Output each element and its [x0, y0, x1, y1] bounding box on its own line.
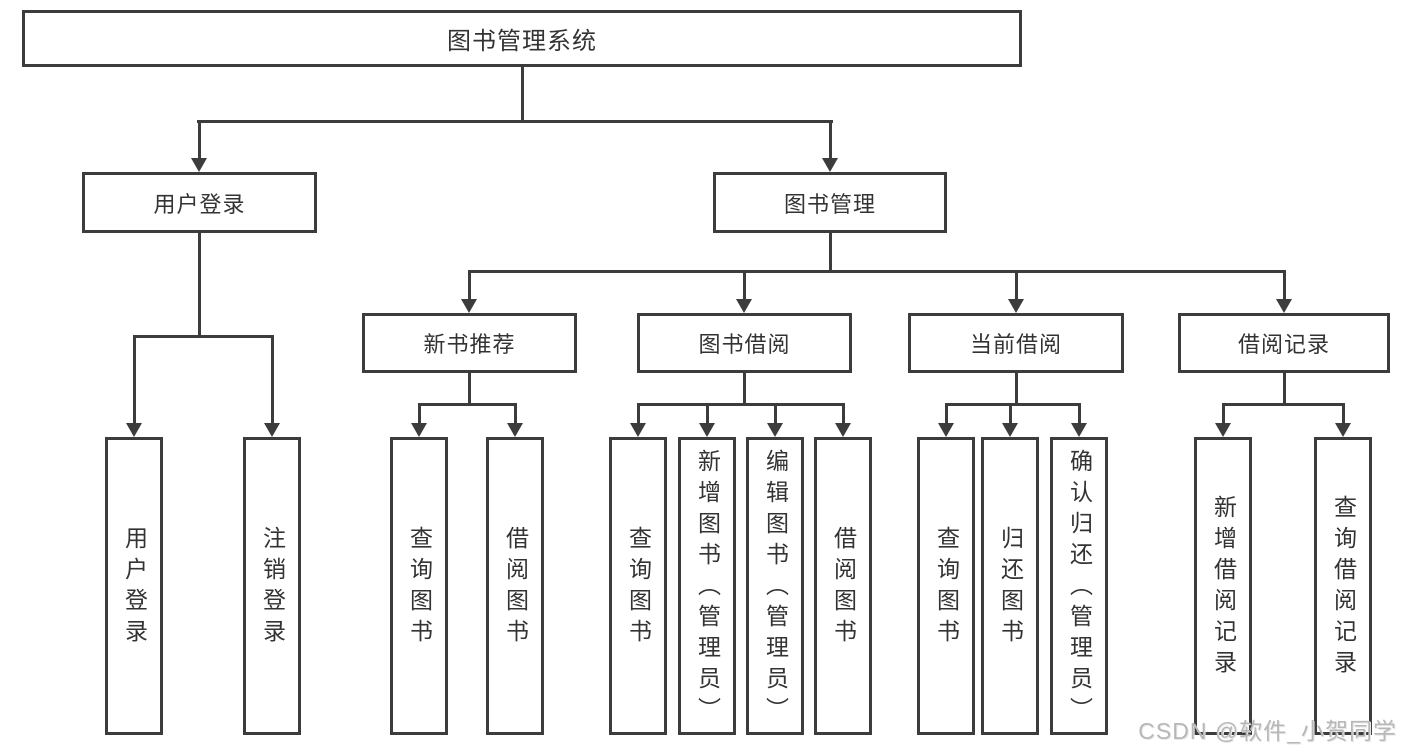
- arrow-down-icon: [736, 299, 752, 313]
- connector-line: [1015, 373, 1018, 406]
- arrow-down-icon: [264, 423, 280, 437]
- node-borrow-record: 借阅记录: [1178, 313, 1390, 373]
- leaf-return-books: 归还图书: [981, 437, 1039, 735]
- arrow-down-icon: [630, 423, 646, 437]
- node-book-borrow: 图书借阅: [637, 313, 852, 373]
- connector-line: [637, 403, 845, 406]
- arrow-down-icon: [699, 423, 715, 437]
- arrow-down-icon: [1002, 423, 1018, 437]
- connector-line: [842, 403, 845, 423]
- leaf-borrow-books: 借阅图书: [814, 437, 872, 735]
- leaf-add-books-admin: 新增图书（管理员）: [678, 437, 736, 735]
- connector-line: [829, 233, 832, 272]
- connector-line: [133, 335, 274, 338]
- leaf-logout: 注销登录: [243, 437, 301, 735]
- connector-line: [1078, 403, 1081, 423]
- connector-line: [521, 67, 524, 120]
- arrow-down-icon: [507, 423, 523, 437]
- connector-line: [706, 403, 709, 423]
- connector-line: [743, 373, 746, 406]
- leaf-query-books-borrow: 查询图书: [609, 437, 667, 735]
- watermark: CSDN @软件_小贺同学: [1138, 718, 1397, 744]
- leaf-query-borrow-record: 查询借阅记录: [1314, 437, 1372, 735]
- connector-line: [637, 403, 640, 423]
- connector-line: [1283, 270, 1286, 299]
- connector-line: [1342, 403, 1345, 423]
- connector-line: [1009, 403, 1012, 423]
- arrow-down-icon: [822, 158, 838, 172]
- leaf-borrow-books-recommend: 借阅图书: [486, 437, 544, 735]
- node-book-management: 图书管理: [713, 172, 947, 233]
- node-user-login: 用户登录: [82, 172, 317, 233]
- connector-line: [1222, 403, 1345, 406]
- connector-line: [198, 120, 201, 158]
- connector-line: [945, 403, 948, 423]
- connector-line: [197, 120, 833, 123]
- arrow-down-icon: [835, 423, 851, 437]
- arrow-down-icon: [1276, 299, 1292, 313]
- connector-line: [829, 120, 832, 158]
- leaf-query-books-recommend: 查询图书: [390, 437, 448, 735]
- connector-line: [198, 233, 201, 335]
- leaf-edit-books-admin: 编辑图书（管理员）: [746, 437, 804, 735]
- arrow-down-icon: [1215, 423, 1231, 437]
- connector-line: [418, 403, 517, 406]
- connector-line: [1222, 403, 1225, 423]
- connector-line: [1283, 373, 1286, 406]
- connector-line: [271, 335, 274, 423]
- connector-line: [468, 270, 1285, 273]
- node-current-borrow: 当前借阅: [908, 313, 1124, 373]
- connector-line: [418, 403, 421, 423]
- arrow-down-icon: [1335, 423, 1351, 437]
- leaf-confirm-return-admin: 确认归还（管理员）: [1050, 437, 1108, 735]
- arrow-down-icon: [411, 423, 427, 437]
- connector-line: [468, 270, 471, 299]
- leaf-query-books-current: 查询图书: [917, 437, 975, 735]
- connector-line: [945, 403, 1081, 406]
- connector-line: [514, 403, 517, 423]
- arrow-down-icon: [126, 423, 142, 437]
- connector-line: [468, 373, 471, 406]
- arrow-down-icon: [938, 423, 954, 437]
- arrow-down-icon: [1008, 299, 1024, 313]
- connector-line: [133, 335, 136, 423]
- connector-line: [1015, 270, 1018, 299]
- connector-line: [743, 270, 746, 299]
- leaf-add-borrow-record: 新增借阅记录: [1194, 437, 1252, 735]
- connector-line: [774, 403, 777, 423]
- arrow-down-icon: [1071, 423, 1087, 437]
- arrow-down-icon: [191, 158, 207, 172]
- node-new-book-recommend: 新书推荐: [362, 313, 577, 373]
- node-root: 图书管理系统: [22, 10, 1022, 67]
- leaf-user-login: 用户登录: [105, 437, 163, 735]
- arrow-down-icon: [767, 423, 783, 437]
- arrow-down-icon: [461, 299, 477, 313]
